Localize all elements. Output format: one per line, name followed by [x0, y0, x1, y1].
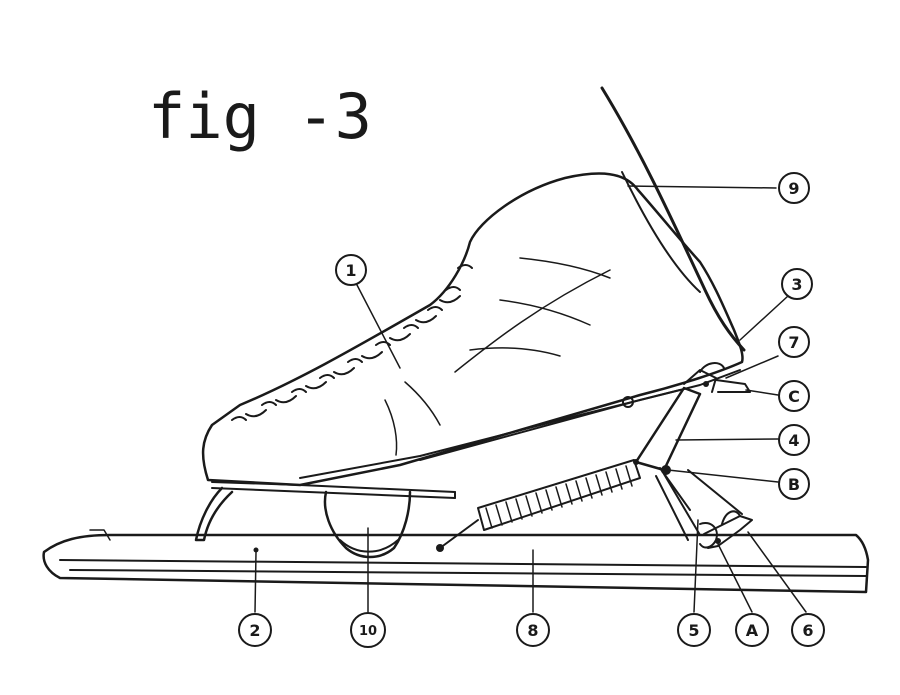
blade-dot [253, 547, 259, 553]
svg-text:5: 5 [688, 621, 699, 640]
callout-1: 1 [335, 254, 367, 286]
figure-title: fig -3 [148, 80, 372, 153]
blade [42, 529, 870, 594]
spring [436, 459, 641, 552]
callout-6: 6 [791, 613, 825, 647]
callout-2: 2 [238, 613, 272, 647]
svg-text:4: 4 [788, 431, 799, 450]
svg-text:10: 10 [359, 624, 377, 639]
svg-text:2: 2 [249, 621, 260, 640]
callout-a: A [735, 613, 769, 647]
svg-text:9: 9 [788, 179, 799, 198]
sole-plate [211, 389, 681, 499]
leg-outline [600, 86, 746, 352]
svg-text:B: B [788, 475, 800, 494]
lower-bracket [655, 469, 753, 549]
linkage-arm [634, 362, 751, 511]
svg-text:7: 7 [788, 333, 799, 352]
callout-10: 10 [350, 612, 386, 648]
callout-5: 5 [677, 613, 711, 647]
point-b [661, 465, 671, 475]
heel-cup [194, 486, 412, 559]
boot [201, 172, 744, 487]
callout-3: 3 [781, 268, 813, 300]
callout-9: 9 [778, 172, 810, 204]
callout-b: B [778, 468, 810, 500]
leader-lines [254, 185, 807, 613]
callout-4: 4 [778, 424, 810, 456]
point-c [703, 381, 709, 387]
svg-text:6: 6 [802, 621, 813, 640]
svg-text:3: 3 [791, 275, 802, 294]
callout-7: 7 [778, 326, 810, 358]
svg-text:8: 8 [527, 621, 538, 640]
callout-8: 8 [516, 613, 550, 647]
svg-text:A: A [746, 621, 759, 640]
svg-text:1: 1 [345, 261, 356, 280]
callout-c: C [778, 380, 810, 412]
pivot-point [622, 396, 634, 408]
svg-text:C: C [788, 387, 800, 406]
